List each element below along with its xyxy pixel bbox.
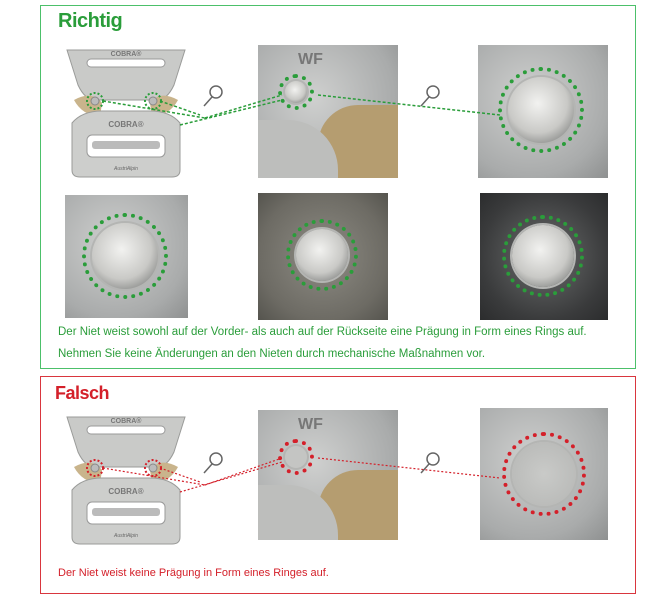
buckle-maker: AustriAlpin [113, 166, 138, 172]
wrong-section [40, 376, 636, 594]
magnifier-icon [203, 85, 440, 474]
buckle-maker: AustriAlpin [113, 533, 138, 539]
buckle-brand-bottom: COBRA® [108, 120, 143, 129]
wrong-title: Falsch [55, 383, 110, 403]
buckle-stamp: WF [298, 51, 323, 68]
correct-text-1: Der Niet weist sowohl auf der Vorder- al… [58, 326, 587, 338]
closeup-photo-buckle-rivet-wrong: WF [258, 410, 398, 540]
buckle-brand-top: COBRA® [111, 417, 143, 425]
rivet-photo-3 [480, 193, 608, 320]
rivet-photo-2 [258, 193, 388, 320]
rivet-front-photo [478, 45, 608, 178]
correct-text-2: Nehmen Sie keine Änderungen an den Niete… [58, 348, 486, 360]
rivet-photo-1 [65, 195, 188, 318]
cobra-buckle-image-wrong: COBRA® COBRA® AustriAlpin [66, 416, 186, 545]
closeup-photo-buckle-rivet: WF [258, 45, 398, 178]
correct-title: Richtig [58, 10, 123, 32]
buckle-stamp: WF [298, 416, 323, 433]
buckle-brand-top: COBRA® [111, 50, 143, 58]
buckle-brand-bottom: COBRA® [108, 487, 143, 496]
correct-section [40, 5, 636, 369]
cobra-buckle-image: COBRA® COBRA® AustriAlpin [66, 49, 186, 178]
wrong-text: Der Niet weist keine Prägung in Form ein… [58, 567, 329, 579]
rivet-flat-photo [480, 408, 608, 540]
